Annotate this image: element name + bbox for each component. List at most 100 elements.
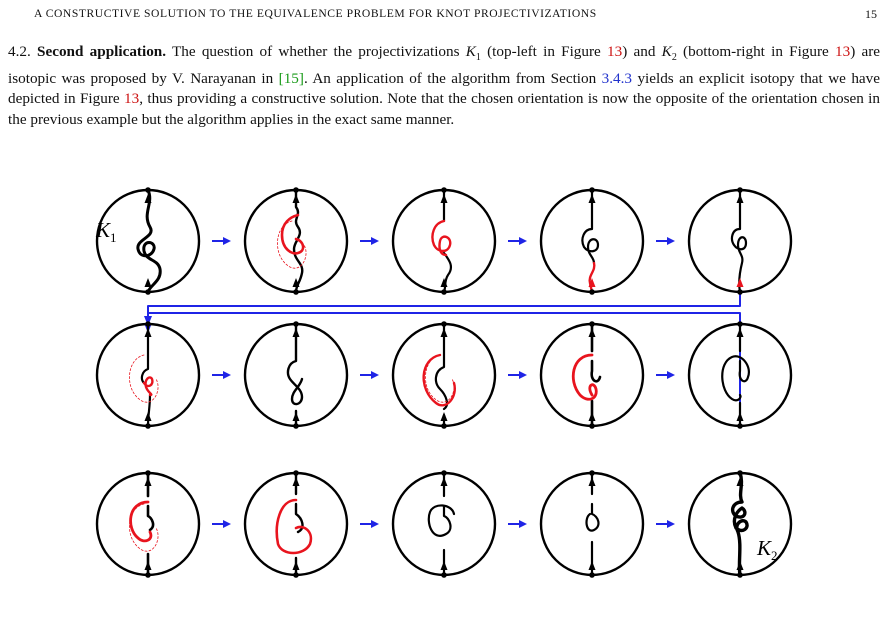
step-arrow-icon bbox=[371, 520, 379, 528]
orientation-arrow-icon bbox=[292, 412, 300, 421]
running-title: A CONSTRUCTIVE SOLUTION TO THE EQUIVALEN… bbox=[34, 7, 597, 20]
top-endpoint bbox=[441, 187, 447, 193]
highlighted-strand bbox=[431, 219, 452, 257]
orientation-arrow-icon bbox=[588, 278, 596, 287]
bottom-endpoint bbox=[589, 289, 595, 295]
isotopy-step-panel bbox=[95, 470, 201, 578]
step-arrow-icon bbox=[519, 237, 527, 245]
orientation-arrow-icon bbox=[292, 561, 300, 570]
isotopy-step-panel bbox=[391, 187, 497, 295]
figure-link[interactable]: 13 bbox=[124, 90, 140, 108]
knot-strand bbox=[730, 471, 749, 577]
guide-dashed-circle bbox=[129, 503, 159, 552]
step-arrow-icon bbox=[223, 237, 231, 245]
page-number: 15 bbox=[865, 7, 877, 21]
bottom-endpoint bbox=[145, 289, 151, 295]
citation-close: ] bbox=[298, 69, 304, 87]
isotopy-step-panel bbox=[539, 470, 645, 578]
top-endpoint bbox=[589, 470, 595, 476]
bottom-endpoint bbox=[293, 572, 299, 578]
isotopy-step-panel bbox=[687, 187, 793, 295]
bottom-endpoint bbox=[441, 289, 447, 295]
step-arrow-icon bbox=[519, 520, 527, 528]
knot-strand bbox=[585, 471, 600, 577]
knot-strand bbox=[581, 188, 600, 265]
step-arrow-icon bbox=[667, 371, 675, 379]
math-k1: K1 bbox=[465, 43, 481, 64]
top-endpoint bbox=[293, 187, 299, 193]
figure-content bbox=[95, 187, 793, 578]
math-k1-sub: 1 bbox=[475, 52, 481, 64]
isotopy-step-panel bbox=[243, 470, 349, 578]
bottom-endpoint bbox=[589, 572, 595, 578]
top-endpoint bbox=[145, 187, 151, 193]
top-endpoint bbox=[293, 321, 299, 327]
step-arrow-icon bbox=[371, 371, 379, 379]
figure-link[interactable]: 13 bbox=[607, 43, 623, 60]
knot-label-k1-sub: 1 bbox=[110, 230, 117, 245]
bottom-endpoint bbox=[441, 572, 447, 578]
highlighted-strand bbox=[280, 213, 305, 255]
guide-dashed-circle bbox=[277, 220, 307, 269]
knot-strand bbox=[427, 471, 456, 577]
knot-strand bbox=[434, 322, 449, 428]
bottom-endpoint bbox=[441, 423, 447, 429]
orientation-arrow-icon bbox=[144, 278, 152, 287]
knot-label-k1-base: K bbox=[95, 218, 111, 242]
top-endpoint bbox=[589, 187, 595, 193]
bottom-endpoint bbox=[145, 423, 151, 429]
isotopy-step-panel bbox=[687, 470, 793, 578]
isotopy-step-panel bbox=[243, 321, 349, 429]
orientation-arrow-icon bbox=[292, 328, 300, 337]
orientation-arrow-icon bbox=[440, 412, 448, 421]
row-connector bbox=[147, 291, 741, 321]
bottom-endpoint bbox=[589, 423, 595, 429]
orientation-arrow-icon bbox=[736, 561, 744, 570]
top-endpoint bbox=[737, 187, 743, 193]
top-endpoint bbox=[145, 321, 151, 327]
isotopy-step-panel bbox=[391, 470, 497, 578]
text-segment: . An application of the algorithm from S… bbox=[303, 69, 597, 87]
step-arrow-icon bbox=[371, 237, 379, 245]
knot-strand bbox=[292, 188, 304, 294]
figure-link[interactable]: 13 bbox=[835, 43, 851, 60]
orientation-arrow-icon bbox=[736, 278, 744, 287]
knot-label-k1: K1 bbox=[95, 218, 117, 245]
text-segment: , thus providing a constructive solution… bbox=[8, 90, 880, 128]
orientation-arrow-icon bbox=[144, 194, 152, 203]
knot-strand bbox=[721, 322, 750, 428]
math-k1-base: K bbox=[465, 43, 476, 60]
orientation-arrow-icon bbox=[440, 278, 448, 287]
top-endpoint bbox=[293, 470, 299, 476]
citation-link[interactable]: [15] bbox=[279, 70, 304, 87]
citation-open: [ bbox=[278, 69, 284, 87]
knot-strand bbox=[136, 188, 162, 294]
step-arrow-icon bbox=[667, 237, 675, 245]
top-endpoint bbox=[145, 470, 151, 476]
orientation-arrow-icon bbox=[736, 328, 744, 337]
orientation-arrow-icon bbox=[588, 194, 596, 203]
text-segment: ) are isotopic was proposed by V. Naraya… bbox=[8, 43, 881, 87]
top-endpoint bbox=[589, 321, 595, 327]
step-arrow-icon bbox=[223, 520, 231, 528]
orientation-arrow-icon bbox=[292, 477, 300, 486]
bottom-endpoint bbox=[293, 423, 299, 429]
top-endpoint bbox=[737, 470, 743, 476]
orientation-arrow-icon bbox=[588, 328, 596, 337]
bottom-endpoint bbox=[737, 572, 743, 578]
isotopy-step-panel bbox=[391, 321, 497, 429]
orientation-arrow-icon bbox=[292, 278, 300, 287]
orientation-arrow-icon bbox=[736, 477, 744, 486]
orientation-arrow-icon bbox=[440, 328, 448, 337]
top-endpoint bbox=[441, 321, 447, 327]
isotopy-step-panel bbox=[539, 321, 645, 429]
math-k2-sub: 2 bbox=[671, 52, 677, 64]
text-segment: ) and bbox=[622, 43, 656, 60]
math-k2: K2 bbox=[662, 43, 677, 64]
text-segment: The question of whether the projectiviza… bbox=[171, 43, 460, 60]
text-segment: (top-left in Figure bbox=[487, 43, 601, 60]
knot-strand bbox=[730, 188, 748, 294]
step-arrow-icon bbox=[519, 371, 527, 379]
section-link[interactable]: 3.4.3 bbox=[601, 69, 633, 87]
orientation-arrow-icon bbox=[736, 194, 744, 203]
